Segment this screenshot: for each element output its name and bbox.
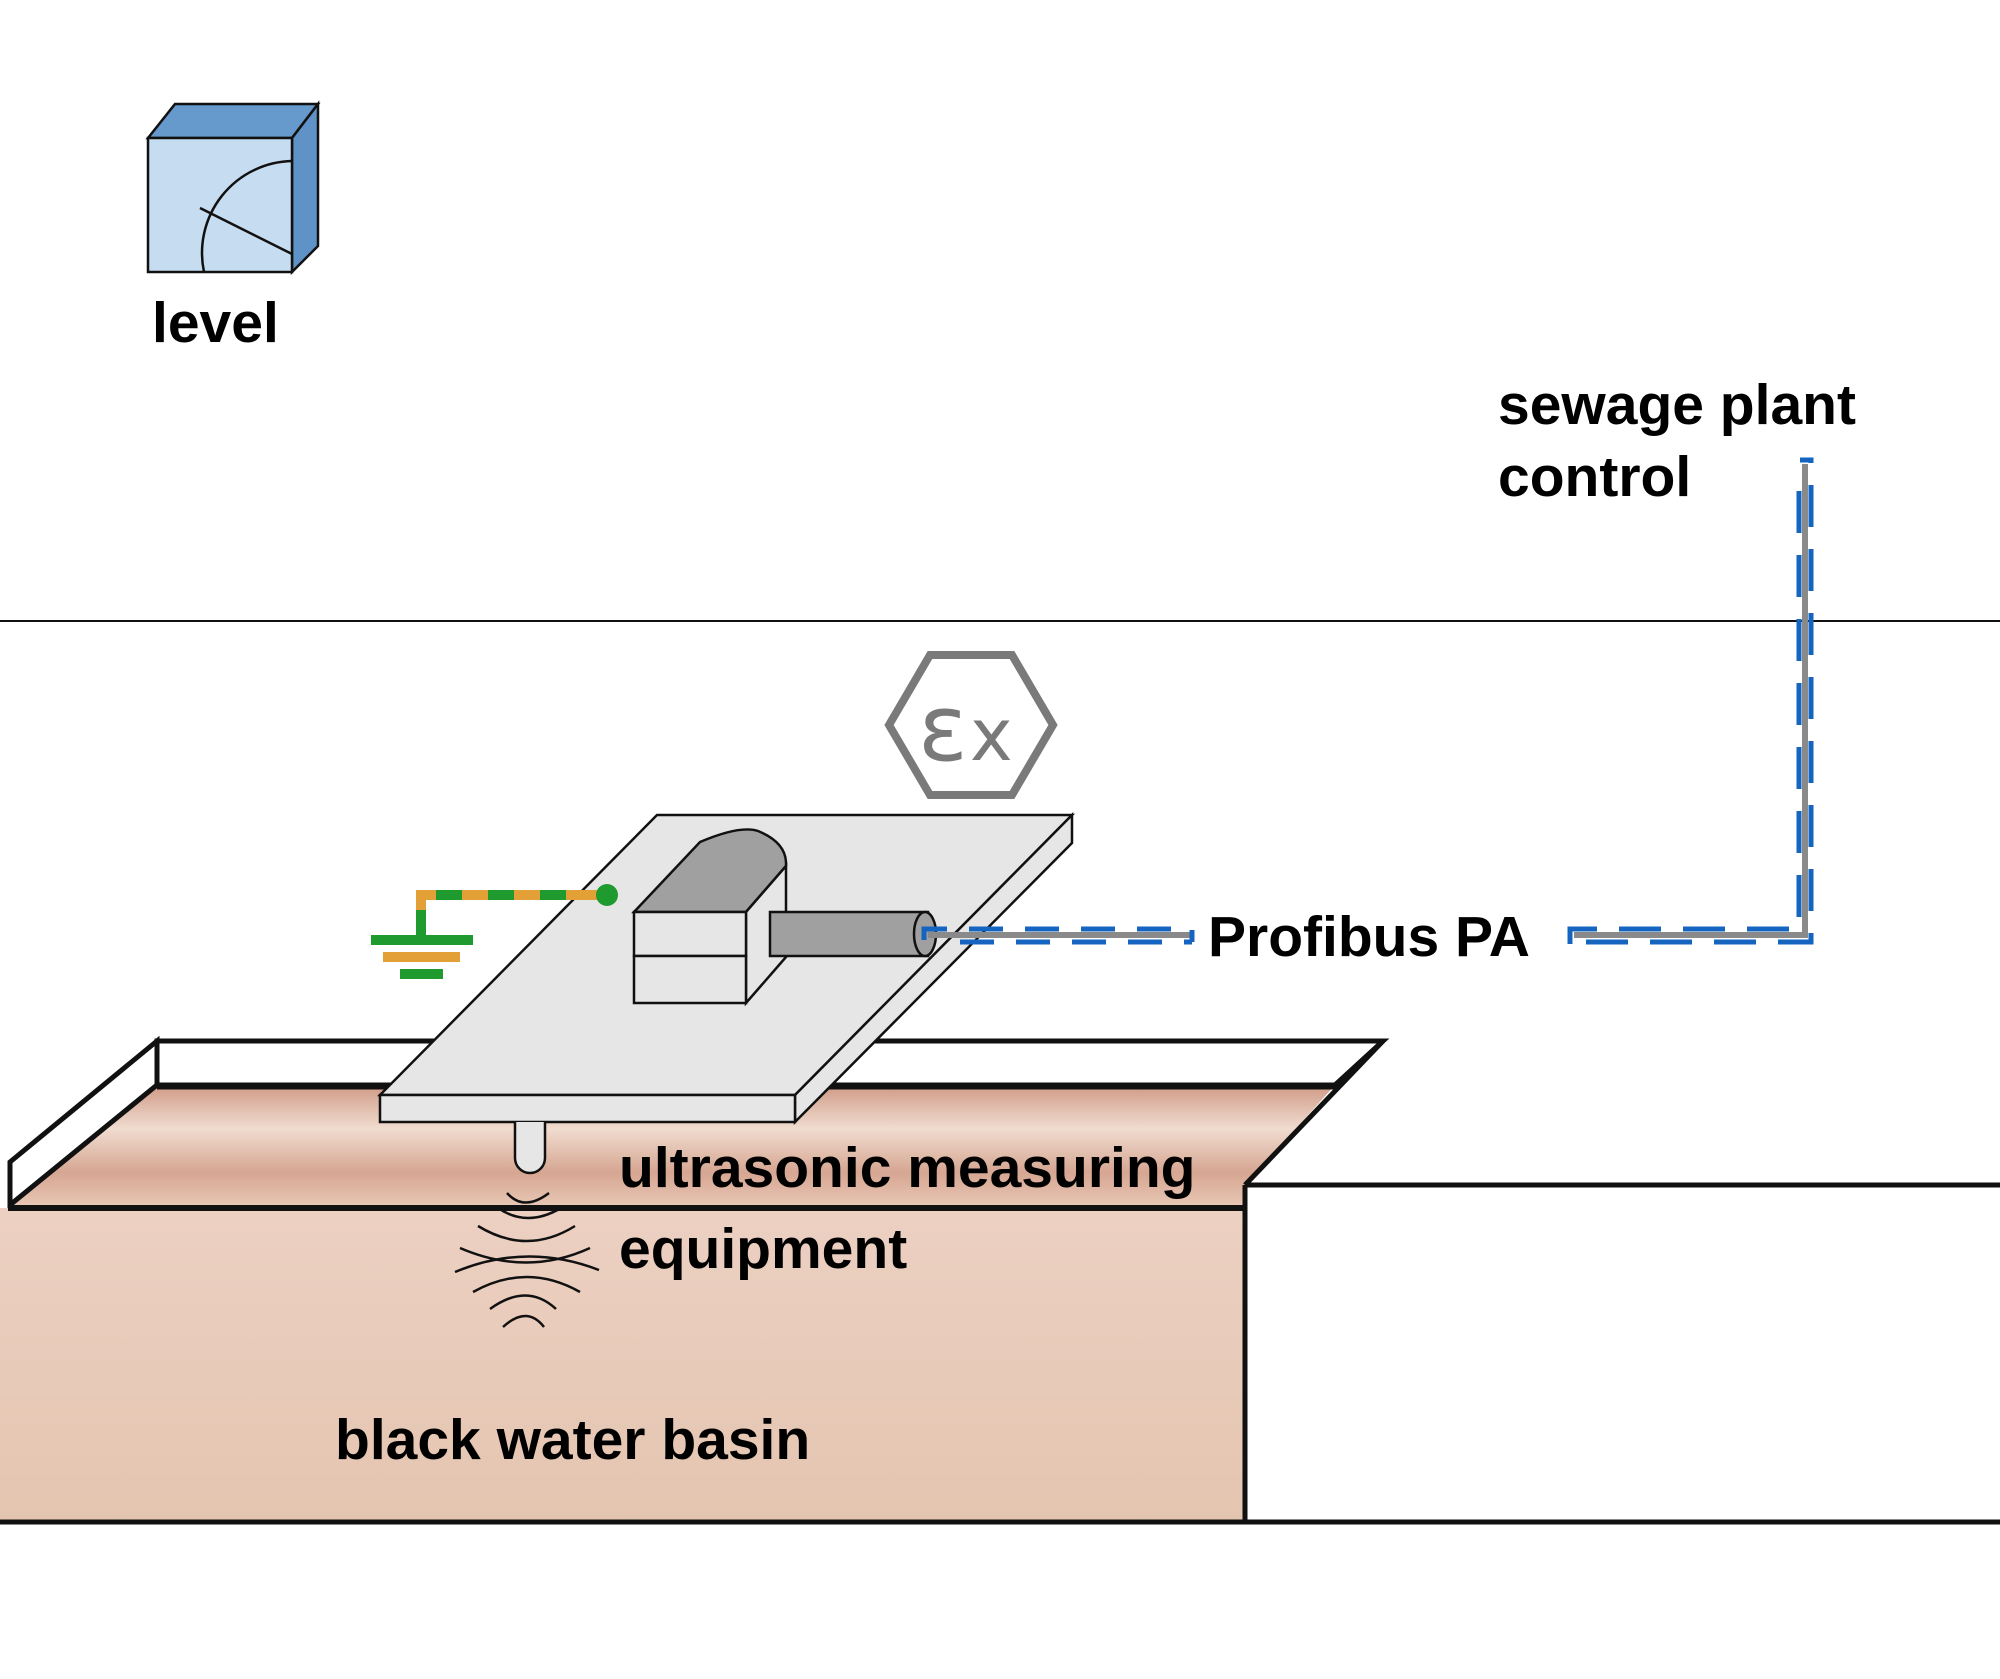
housing-front-upper [632, 910, 748, 958]
transmitter-housing [631, 828, 938, 1007]
bus-blue-dash-1-top [921, 926, 1195, 942]
gauge-front-face [146, 136, 294, 274]
bus-blue-inner [1576, 457, 1814, 945]
profibus-label: Profibus PA [1208, 905, 1530, 969]
profibus-cable-segment-1 [921, 926, 1195, 945]
water-left-edge [8, 1083, 159, 1207]
gauge-top-face [145, 102, 321, 140]
gauge-dial-arc [200, 159, 293, 273]
ground-connection [371, 884, 618, 979]
bus-gray-line-2 [1574, 464, 1808, 938]
sewage-plant-control-label-line2: control [1498, 445, 1691, 509]
ultrasonic-waves-icon [454, 1192, 600, 1328]
ex-hexagon-icon: ε x [884, 651, 1058, 799]
ex-x: x [970, 693, 1013, 777]
profibus-cable-segment-2 [1567, 457, 1814, 945]
ground-block [1242, 1182, 2000, 1522]
sewage-plant-control-label-line1: sewage plant [1498, 373, 1856, 437]
ex-epsilon: ε [918, 675, 968, 782]
ex-hexagon [884, 651, 1058, 799]
ground-terminal [596, 884, 618, 906]
ultrasonic-label-line1: ultrasonic measuring [619, 1136, 1196, 1200]
water-right-edge [1243, 1039, 1385, 1187]
basin-label: black water basin [335, 1408, 810, 1472]
housing-top [631, 828, 788, 914]
housing-front-lower [632, 954, 748, 1005]
level-label: level [152, 291, 279, 355]
level-gauge-icon [145, 100, 321, 276]
sensor-probe [513, 1122, 547, 1175]
bus-blue-outer [1567, 470, 1802, 944]
water-surface [10, 1085, 1335, 1210]
ground-bar-1 [371, 935, 473, 945]
platform-front [378, 1093, 797, 1124]
ground-bar-3 [400, 969, 443, 979]
gauge-needle [199, 206, 293, 256]
ground-bar-2 [383, 952, 460, 962]
cable-gland [768, 910, 930, 958]
water-body [0, 1208, 1245, 1522]
ultrasonic-label-line2: equipment [619, 1217, 907, 1281]
ground-block-face [1245, 1185, 2000, 1522]
